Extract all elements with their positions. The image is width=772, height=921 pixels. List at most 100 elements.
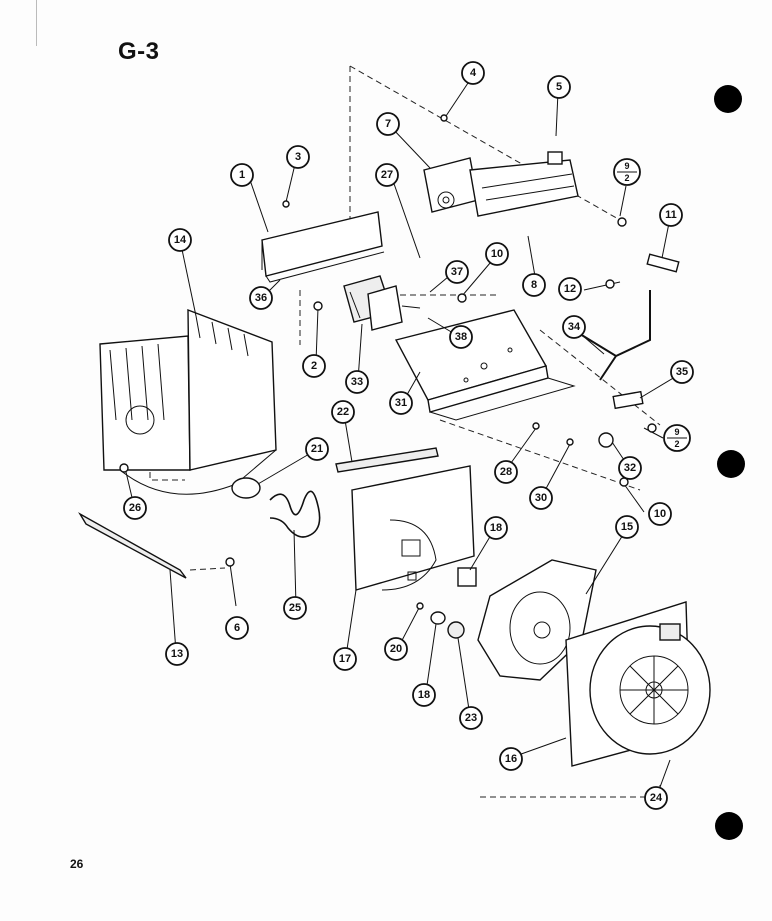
svg-text:13: 13 [171,648,183,660]
fraction-callout-lower: 9 2 [643,424,691,452]
washer [430,611,446,625]
svg-text:31: 31 [395,397,407,409]
callout-15: 15 [615,515,639,539]
punch-hole-bottom [715,812,743,840]
svg-text:6: 6 [234,622,240,634]
callout-30: 30 [529,486,553,510]
svg-text:17: 17 [339,653,351,665]
callouts: 1 2 3 4 5 6 7 8 10 10 11 12 13 14 15 16 … [123,61,694,810]
page-number: 26 [70,857,84,871]
blower-housing [565,601,711,767]
callout-28: 28 [494,460,518,484]
clip-plate [646,253,680,273]
bearing-upper [457,567,477,587]
callout-1: 1 [230,163,254,187]
svg-text:21: 21 [311,443,323,455]
svg-text:34: 34 [568,321,581,333]
callout-21: 21 [305,437,329,461]
callout-3: 3 [286,145,310,169]
callout-10-lower: 10 [648,502,672,526]
callout-14: 14 [168,228,192,252]
svg-text:5: 5 [556,81,562,93]
svg-text:30: 30 [535,492,547,504]
drive-motor [343,275,421,331]
svg-text:26: 26 [129,502,141,514]
auger-spring [269,490,321,538]
callout-18-lower: 18 [412,683,436,707]
margin-line [36,0,37,46]
callout-11: 11 [659,203,683,227]
svg-text:18: 18 [490,522,502,534]
svg-text:1: 1 [239,169,245,181]
svg-text:35: 35 [676,366,688,378]
actuator-rod [579,290,651,381]
callout-38: 38 [449,325,473,349]
ice-maker-body [423,151,579,217]
svg-text:18: 18 [418,689,430,701]
svg-text:36: 36 [255,292,267,304]
punch-hole-top [714,85,742,113]
svg-text:11: 11 [665,209,677,221]
callout-2: 2 [302,354,326,378]
svg-text:24: 24 [650,792,663,804]
switch-bracket [612,390,644,410]
svg-text:12: 12 [564,283,576,295]
svg-text:38: 38 [455,331,467,343]
svg-text:33: 33 [351,376,363,388]
svg-text:7: 7 [385,118,391,130]
svg-text:22: 22 [337,406,349,418]
svg-text:9: 9 [624,161,629,171]
screws [119,114,657,610]
callout-8: 8 [522,273,546,297]
mounting-bracket [261,211,385,283]
svg-text:10: 10 [654,508,666,520]
callout-23: 23 [459,706,483,730]
callout-20: 20 [384,637,408,661]
callout-17: 17 [333,647,357,671]
callout-36: 36 [249,286,273,310]
callout-5: 5 [547,75,571,99]
callout-33: 33 [345,370,369,394]
svg-text:2: 2 [311,360,317,372]
svg-text:9: 9 [674,427,679,437]
callout-31: 31 [389,391,413,415]
svg-text:20: 20 [390,643,402,655]
svg-text:2: 2 [624,173,629,183]
seal-strip [335,447,439,473]
callout-37: 37 [445,260,469,284]
fan-hub [447,621,465,639]
callout-25: 25 [283,596,307,620]
callout-6: 6 [225,616,249,640]
svg-text:28: 28 [500,466,512,478]
diagram-title: G-3 [118,38,160,65]
callout-22: 22 [331,400,355,424]
fraction-callout-upper: 9 2 [613,158,641,217]
svg-text:8: 8 [531,279,537,291]
callout-27: 27 [375,163,399,187]
svg-text:3: 3 [295,151,301,163]
callout-34: 34 [562,315,586,339]
callout-13: 13 [165,642,189,666]
callout-24: 24 [644,786,668,810]
svg-text:27: 27 [381,169,393,181]
svg-text:15: 15 [621,521,633,533]
callout-35: 35 [670,360,694,384]
bucket-rail [78,512,187,579]
ice-bucket [99,308,277,495]
callout-26: 26 [123,496,147,520]
fan-back-plate [351,465,475,591]
svg-text:32: 32 [624,462,636,474]
svg-text:14: 14 [174,234,187,246]
callout-4: 4 [461,61,485,85]
callout-12: 12 [558,277,582,301]
housing-plate [394,309,576,421]
svg-text:25: 25 [289,602,301,614]
callout-7: 7 [376,112,400,136]
callout-32: 32 [618,456,642,480]
svg-text:23: 23 [465,712,477,724]
svg-text:16: 16 [505,753,517,765]
svg-text:37: 37 [451,266,463,278]
svg-text:2: 2 [674,439,679,449]
